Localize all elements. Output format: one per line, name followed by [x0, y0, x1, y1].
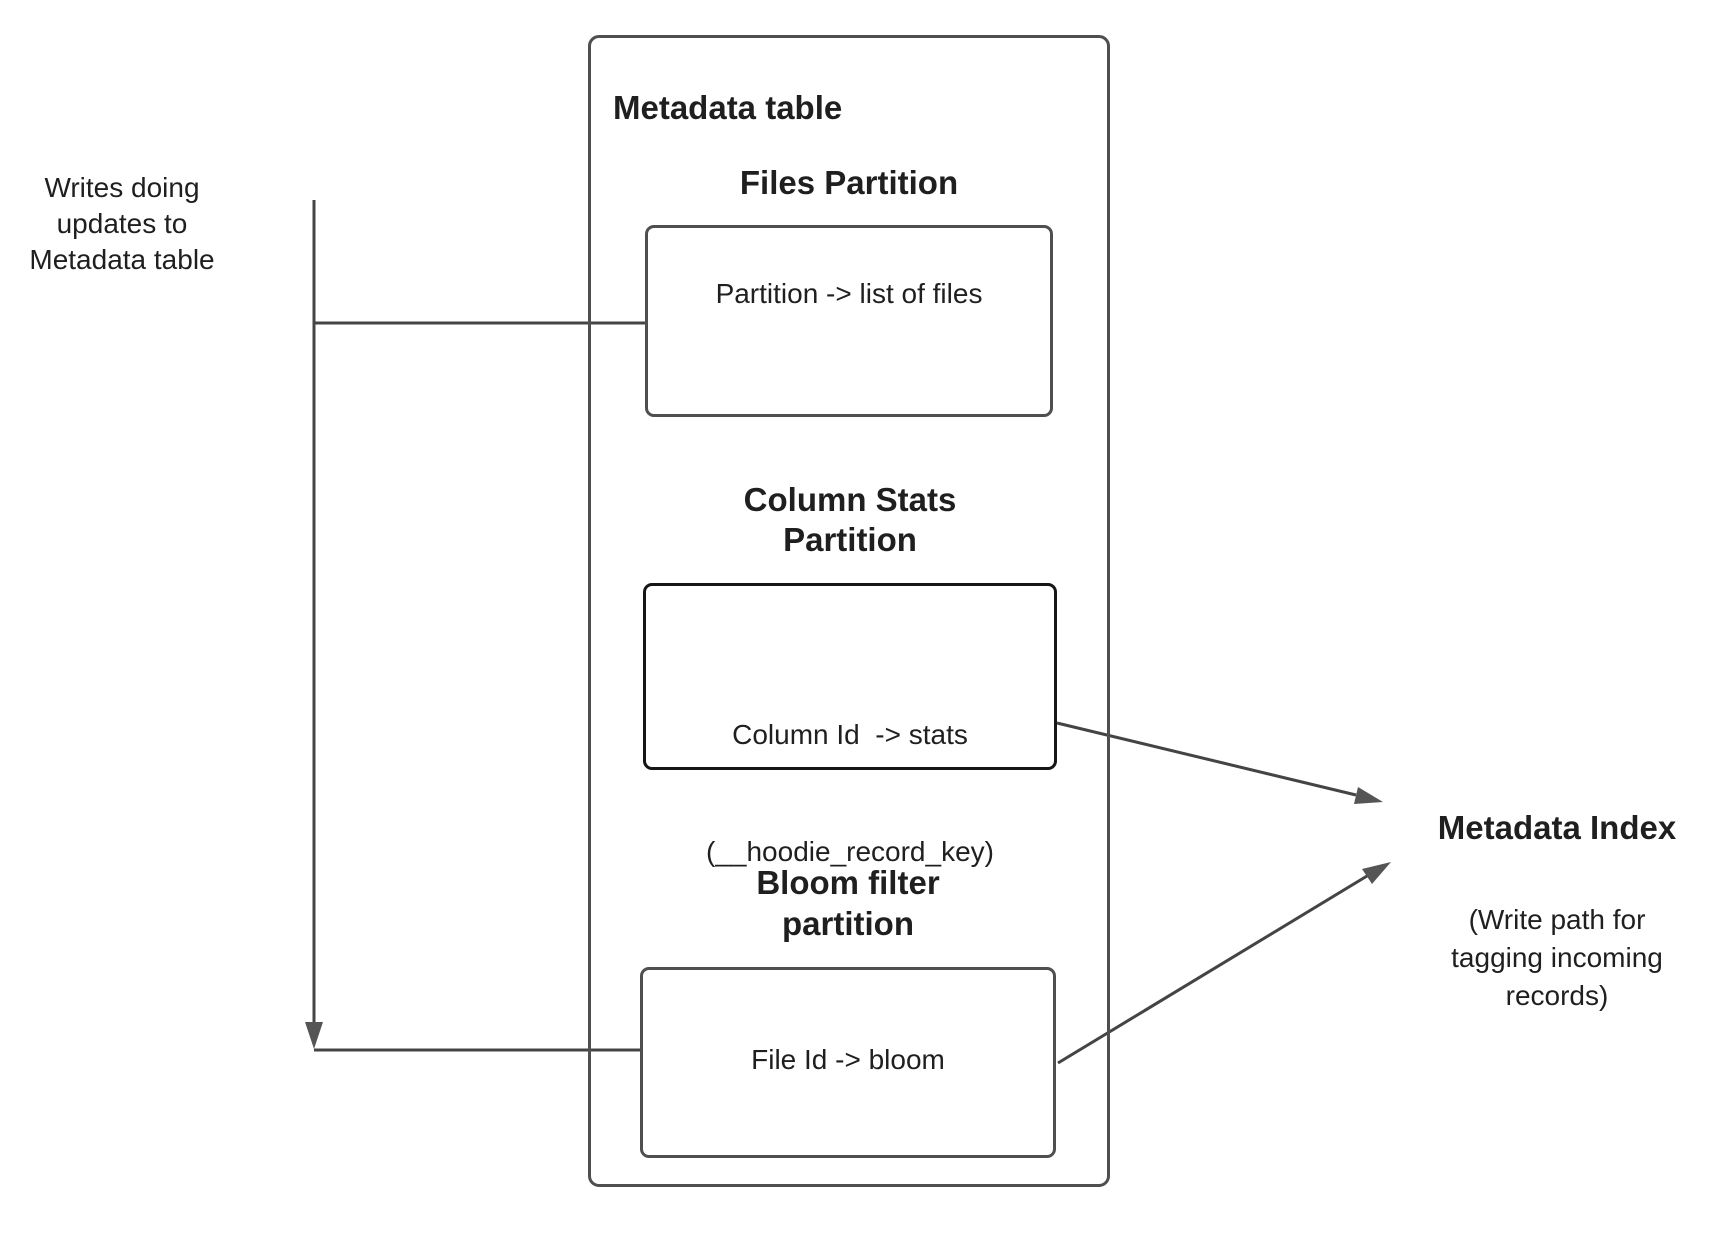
column-stats-box	[643, 583, 1057, 770]
metadata-index-subtitle: (Write path for tagging incoming records…	[1397, 901, 1717, 1015]
files-partition-body: Partition -> list of files	[715, 278, 983, 309]
writes-label-line: Metadata table	[29, 244, 215, 275]
metadata-index-subtitle-line: (Write path for	[1468, 904, 1646, 935]
metadata-table-box	[588, 35, 1110, 1187]
column-stats-body: Column Id -> stats (__hoodie_record_key)	[643, 637, 1057, 949]
stats-to-index-line	[1056, 721, 1357, 797]
writes-label-line: Writes doing	[44, 172, 200, 203]
metadata-index-title: Metadata Index	[1437, 809, 1677, 846]
column-stats-heading-line: Partition	[783, 521, 917, 558]
right-arrowhead-icon	[1354, 787, 1383, 804]
bloom-partition-heading-line: partition	[782, 905, 914, 942]
down-arrowhead-icon	[305, 1022, 323, 1049]
writes-label-line: updates to	[56, 208, 188, 239]
metadata-index-subtitle-line: tagging incoming	[1451, 942, 1663, 973]
metadata-index-subtitle-line: records)	[1505, 980, 1609, 1011]
column-stats-heading: Column Stats Partition	[643, 480, 1057, 560]
column-stats-body-line: Column Id -> stats	[732, 719, 968, 750]
files-partition-heading: Files Partition	[739, 164, 959, 201]
bloom-partition-box	[640, 967, 1056, 1158]
writes-label: Writes doing updates to Metadata table	[22, 170, 222, 278]
metadata-table-title: Metadata table	[613, 89, 843, 126]
bloom-partition-body: File Id -> bloom	[751, 1044, 945, 1075]
bloom-partition-heading-line: Bloom filter	[756, 864, 940, 901]
up-right-arrowhead-icon	[1362, 862, 1391, 884]
column-stats-heading-line: Column Stats	[743, 481, 957, 518]
files-partition-box	[645, 225, 1053, 417]
bloom-partition-heading: Bloom filter partition	[640, 862, 1056, 944]
column-stats-body-line: (__hoodie_record_key)	[706, 836, 994, 867]
